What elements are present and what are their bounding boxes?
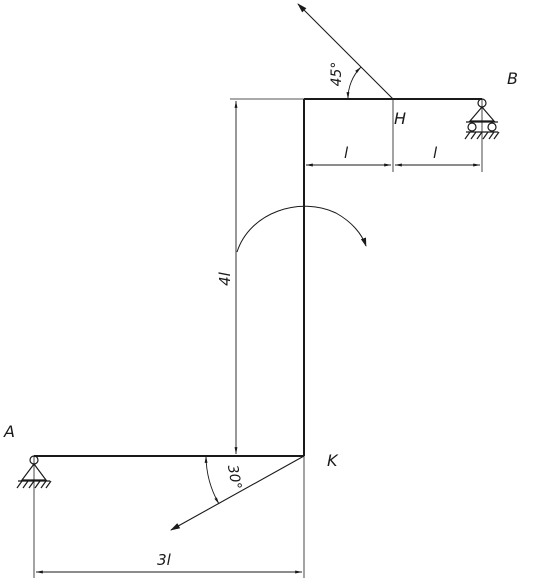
force-k xyxy=(170,455,305,531)
roller-support-icon xyxy=(464,98,500,140)
label-angle-30: 30° xyxy=(224,464,244,491)
force-k-arrow xyxy=(170,455,305,531)
label-dim-segment-right: l xyxy=(433,144,438,162)
pin-support-icon xyxy=(16,455,52,489)
label-dim-horizontal: 3l xyxy=(157,551,172,569)
label-point-h: H xyxy=(394,109,406,128)
force-h-arrow xyxy=(297,3,394,100)
angle-arc-30 xyxy=(204,455,220,505)
label-dim-vertical: 4l xyxy=(216,271,234,286)
angle-arc-45 xyxy=(346,66,362,100)
force-h xyxy=(297,3,394,100)
moment-arrow-icon xyxy=(236,205,367,253)
label-point-a: A xyxy=(3,422,15,441)
label-point-b: B xyxy=(507,69,518,88)
frame xyxy=(34,98,482,457)
label-point-k: K xyxy=(327,451,339,470)
extension-lines xyxy=(33,98,483,578)
dimension-lines xyxy=(35,100,481,574)
label-angle-45: 45° xyxy=(329,62,345,87)
label-dim-segment-left: l xyxy=(344,144,349,162)
